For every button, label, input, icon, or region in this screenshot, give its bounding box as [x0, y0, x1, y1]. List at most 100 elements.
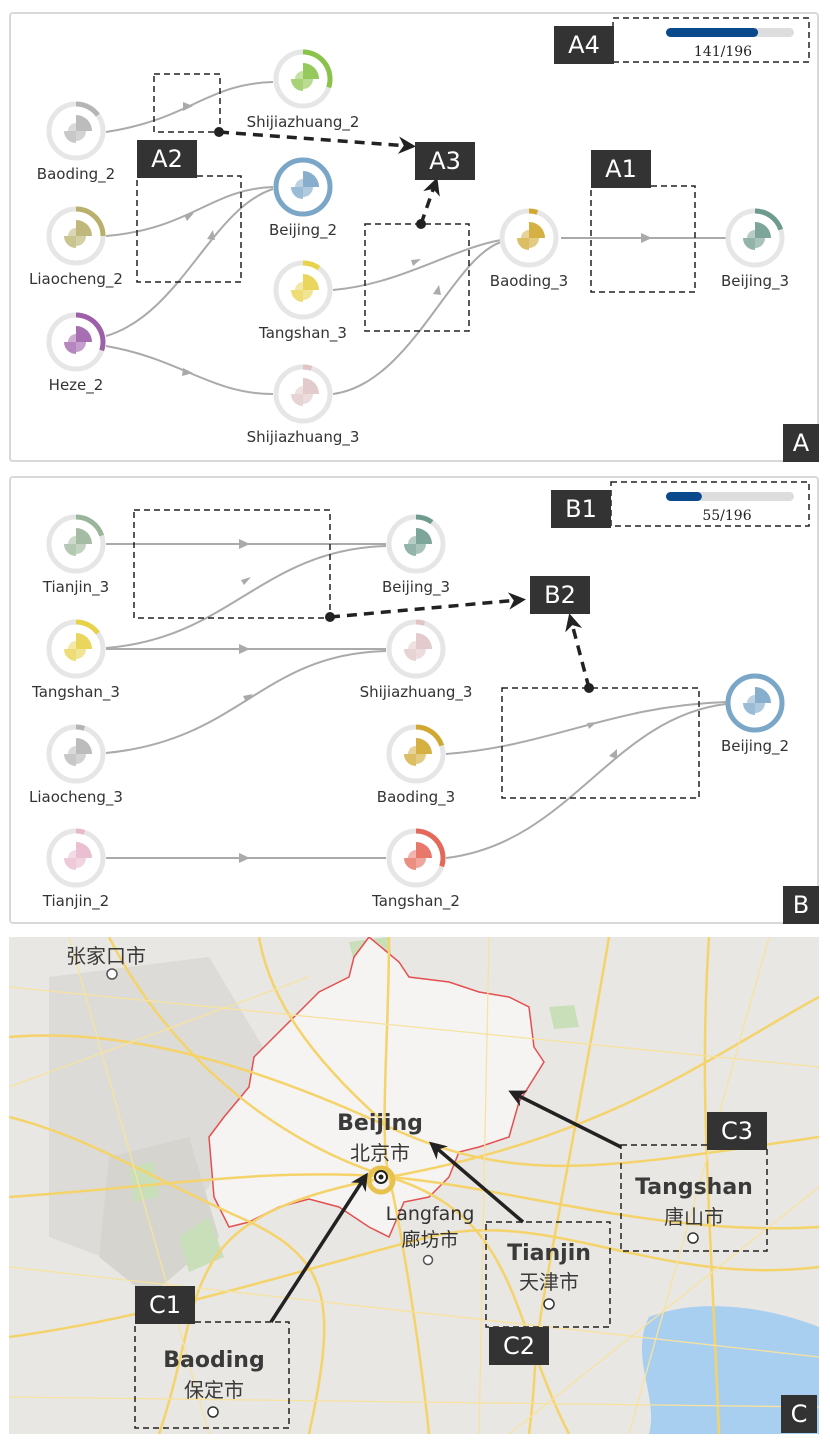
a-node-baoding2[interactable]: Baoding_2 — [37, 101, 115, 184]
node-glyph — [76, 220, 92, 236]
place-zhangjiakou: 张家口市 — [66, 944, 146, 968]
svg-text:B2: B2 — [544, 581, 576, 609]
node-glyph — [64, 236, 76, 248]
node-glyph — [404, 754, 416, 766]
annotation-arrow-a3-from-box2 — [419, 177, 440, 225]
tag-a: A — [783, 424, 819, 462]
map-arrow-tianjin-beijing — [429, 1141, 525, 1224]
place-marker — [106, 968, 118, 980]
edge-tangshan3-baoding3 — [332, 239, 502, 291]
node-glyph — [416, 858, 426, 868]
a-node-tangshan3[interactable]: Tangshan_3 — [258, 260, 347, 343]
progress-label: 141/196 — [694, 44, 752, 60]
node-glyph — [755, 687, 771, 703]
edge-arrowhead — [433, 285, 441, 295]
node-glyph — [408, 536, 416, 544]
tag-c1: C1 — [135, 1286, 195, 1324]
node-glyph — [529, 222, 545, 238]
node-label: Beijing_2 — [269, 221, 337, 240]
map-beijing-ring — [366, 1165, 396, 1195]
edge-baoding2-shijiazhuang2 — [105, 81, 274, 133]
node-glyph — [295, 71, 303, 79]
node-glyph — [76, 738, 92, 754]
svg-text:A1: A1 — [605, 155, 637, 183]
progress-b1: 55/196 — [666, 492, 794, 524]
node-glyph — [404, 544, 416, 556]
node-glyph — [517, 238, 529, 250]
node-glyph — [303, 274, 319, 290]
node-glyph — [404, 858, 416, 870]
annotation-arrow-a3-from-box — [218, 130, 416, 154]
node-glyph — [416, 649, 426, 659]
tag-a3: A3 — [415, 142, 475, 180]
edge-arrowhead — [183, 102, 193, 111]
node-glyph — [291, 187, 303, 199]
node-glyph — [291, 79, 303, 91]
a-node-shijiazhuang2[interactable]: Shijiazhuang_2 — [247, 49, 360, 132]
svg-text:B: B — [793, 891, 809, 919]
node-glyph — [404, 649, 416, 661]
map-arrow-baoding-beijing — [269, 1172, 368, 1323]
b-node-beijing2[interactable]: Beijing_2 — [721, 673, 789, 756]
node-glyph — [68, 536, 76, 544]
annotation-arrow-b2-from-box — [329, 592, 526, 619]
node-label: Shijiazhuang_2 — [247, 113, 360, 132]
a-node-beijing3[interactable]: Beijing_3 — [721, 208, 789, 291]
place-beijing-en: Beijing — [337, 1111, 423, 1136]
tag-b2: B2 — [530, 576, 590, 614]
place-langfang-zh: 廊坊市 — [401, 1229, 458, 1251]
node-glyph — [291, 290, 303, 302]
b-node-liaocheng3[interactable]: Liaocheng_3 — [29, 724, 123, 807]
node-glyph — [303, 63, 319, 79]
node-glyph — [416, 738, 432, 754]
a-node-beijing2[interactable]: Beijing_2 — [269, 157, 337, 240]
node-glyph — [76, 754, 86, 764]
node-glyph — [76, 131, 86, 141]
node-ring-progress — [415, 514, 434, 525]
tag-a2: A2 — [137, 140, 197, 178]
box-a2 — [136, 175, 242, 283]
b-node-tangshan3[interactable]: Tangshan_3 — [31, 619, 120, 702]
edge-arrowhead — [207, 230, 215, 240]
b-node-tianjin2[interactable]: Tianjin_2 — [42, 828, 109, 911]
b-node-shijiazhuang3[interactable]: Shijiazhuang_3 — [360, 619, 473, 702]
edge-arrowhead — [411, 259, 421, 266]
svg-text:C2: C2 — [503, 1332, 535, 1360]
a-node-liaocheng2[interactable]: Liaocheng_2 — [29, 206, 123, 289]
node-glyph — [76, 842, 92, 858]
node-glyph — [416, 528, 432, 544]
node-glyph — [68, 850, 76, 858]
node-label: Tangshan_3 — [31, 683, 120, 702]
edge-heze2-shijiazhuang3 — [105, 345, 274, 395]
b-node-beijing3[interactable]: Beijing_3 — [382, 514, 450, 597]
a-node-heze2[interactable]: Heze_2 — [46, 312, 106, 395]
a-node-baoding3[interactable]: Baoding_3 — [490, 208, 568, 291]
node-glyph — [64, 544, 76, 556]
node-glyph — [64, 342, 76, 354]
edge-arrowhead — [641, 233, 652, 243]
map-arrow-tangshan-beijing — [508, 1090, 622, 1149]
b-node-tangshan2[interactable]: Tangshan_2 — [371, 828, 460, 911]
node-glyph — [755, 703, 765, 713]
node-glyph — [416, 633, 432, 649]
node-glyph — [64, 858, 76, 870]
place-baoding-en: Baoding — [163, 1348, 264, 1373]
b-node-tianjin3[interactable]: Tianjin_3 — [42, 514, 109, 597]
node-glyph — [743, 238, 755, 250]
node-label: Beijing_3 — [721, 272, 789, 291]
node-glyph — [303, 378, 319, 394]
node-glyph — [76, 236, 86, 246]
node-ring-progress — [528, 208, 539, 215]
b-node-baoding3[interactable]: Baoding_3 — [377, 724, 455, 807]
place-langfang-en: Langfang — [386, 1203, 475, 1225]
edge-heze2-beijing2 — [105, 188, 274, 337]
a-node-shijiazhuang3[interactable]: Shijiazhuang_3 — [247, 364, 360, 447]
annotation-arrow-b2-from-box2 — [565, 613, 591, 689]
place-marker — [543, 1298, 555, 1310]
progress-fill — [666, 28, 759, 37]
tag-a4: A4 — [554, 26, 614, 64]
edge-liaocheng3-shijiazhuang3 — [105, 650, 387, 754]
edge-liaocheng2-beijing2 — [105, 186, 274, 237]
